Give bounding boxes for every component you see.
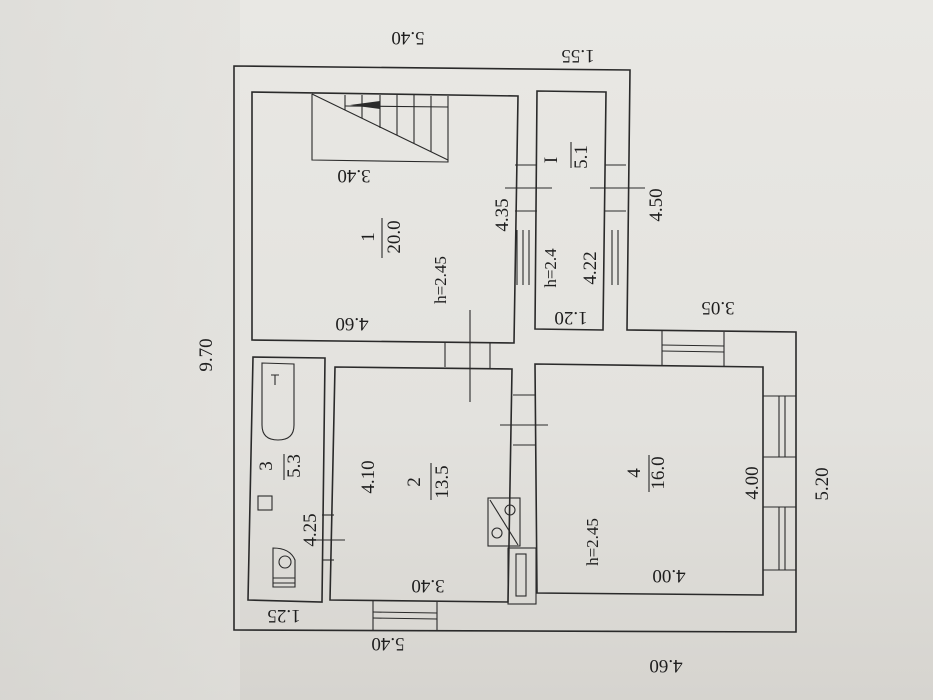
room-1-wall <box>251 91 519 344</box>
bathtub-icon <box>261 362 295 441</box>
dim-top-right: 1.55 <box>561 45 594 66</box>
window-top-right <box>661 331 725 366</box>
room-4-area: 16.0 <box>648 456 669 489</box>
room-I-dim-b: 1.20 <box>554 307 587 328</box>
window-bottom-left <box>372 601 438 630</box>
room-3-dim-a: 4.25 <box>300 513 321 546</box>
window-right-lower <box>763 506 796 571</box>
room-2-dim-b: 3.40 <box>411 575 444 596</box>
room-3-number: 3 <box>256 461 277 471</box>
room-I-area: 5.1 <box>571 145 592 169</box>
dim-bottom-left: 5.40 <box>371 633 404 654</box>
dim-right-lower: 5.20 <box>812 467 833 500</box>
dim-bottom: 4.60 <box>649 655 682 676</box>
room-1-area: 20.0 <box>384 220 405 253</box>
room-4-number: 4 <box>624 468 645 478</box>
room-I-wall <box>534 90 607 331</box>
sink-icon <box>257 495 273 511</box>
room-1-dim-b: 4.60 <box>335 313 368 334</box>
dim-right-upper: 4.50 <box>646 188 667 221</box>
door-1-I <box>505 164 552 285</box>
window-right-upper <box>763 395 796 458</box>
outer-wall <box>233 65 797 633</box>
room-4-height: h=2.45 <box>583 518 602 566</box>
room-4-wall <box>534 363 764 596</box>
door-2-4 <box>500 394 548 446</box>
door-I-outside <box>590 164 645 285</box>
dim-left: 9.70 <box>196 338 217 371</box>
room-I-number: I <box>541 157 562 163</box>
stove-icon <box>487 497 521 547</box>
room-4-dim-a: 4.00 <box>742 466 763 499</box>
room-I-dim-a: 4.22 <box>580 251 601 284</box>
door-1-2 <box>444 310 491 402</box>
room-2-number: 2 <box>404 477 425 487</box>
room-I-height: h=2.4 <box>541 248 560 288</box>
room-1-dim-c: 4.35 <box>492 198 513 231</box>
room-3-wall <box>247 356 326 603</box>
room-3-area: 5.3 <box>284 454 305 478</box>
room-2-area: 13.5 <box>432 465 453 498</box>
dim-bath-width: 1.25 <box>267 605 300 626</box>
room-1-height: h=2.45 <box>431 256 450 304</box>
stair-treads <box>344 95 449 152</box>
heater-icon <box>507 547 537 605</box>
door-2-3 <box>308 514 345 561</box>
stair-arrow-icon <box>350 101 380 109</box>
dim-top-left: 5.40 <box>391 27 424 48</box>
room-1-dim-a: 3.40 <box>337 165 370 186</box>
room-2-dim-a: 4.10 <box>358 460 379 493</box>
room-4-dim-b: 4.00 <box>652 565 685 586</box>
room-1-number: 1 <box>358 232 379 242</box>
toilet-icon <box>272 547 296 588</box>
dim-right-step: 3.05 <box>701 297 734 318</box>
